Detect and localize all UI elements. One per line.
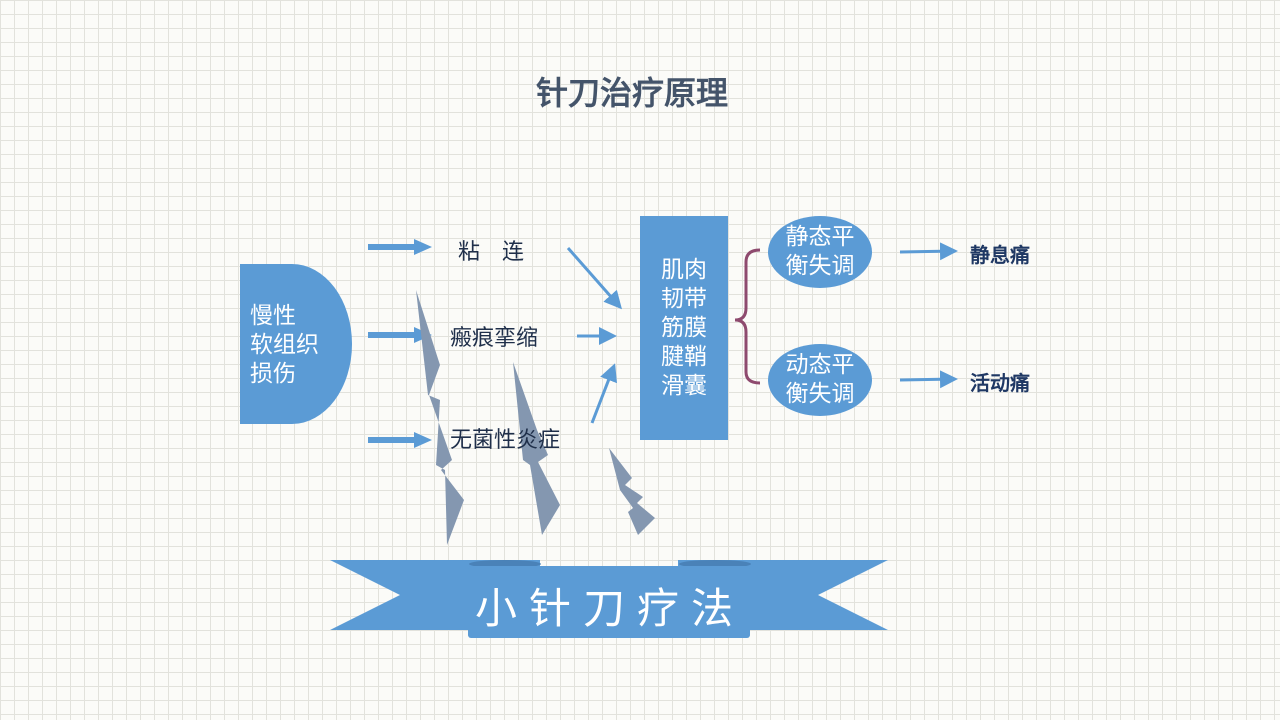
imbalance-line: 衡失调 bbox=[785, 253, 855, 279]
dynamic-imbalance-label: 动态平 衡失调 bbox=[768, 351, 872, 409]
tissues-box bbox=[640, 216, 728, 440]
dynamic-imbalance-ellipse bbox=[768, 344, 872, 416]
imbalance-line: 动态平 bbox=[785, 352, 855, 378]
cause-line: 软组织 bbox=[250, 332, 319, 358]
pathology-inflammation: 无菌性炎症 bbox=[450, 428, 561, 453]
imbalance-line: 衡失调 bbox=[785, 381, 855, 407]
tissue-line: 韧带 bbox=[661, 286, 707, 312]
tissue-line: 筋膜 bbox=[661, 315, 707, 341]
activity-pain-label: 活动痛 bbox=[970, 371, 1030, 395]
tissue-line: 滑囊 bbox=[661, 373, 707, 399]
cause-line: 损伤 bbox=[250, 361, 296, 387]
static-imbalance-label: 静态平 衡失调 bbox=[768, 223, 872, 281]
input-arrows bbox=[368, 239, 432, 448]
page-title: 针刀治疗原理 bbox=[535, 74, 728, 112]
banner-text: 小针刀疗法 bbox=[474, 584, 745, 633]
static-imbalance-ellipse bbox=[768, 216, 872, 288]
tissue-line: 腱鞘 bbox=[661, 344, 707, 370]
result-arrows bbox=[899, 242, 958, 389]
rest-pain-label: 静息痛 bbox=[970, 243, 1030, 267]
tissue-line: 肌肉 bbox=[661, 257, 707, 283]
cause-shape bbox=[240, 264, 352, 424]
tissues-label: 肌肉 韧带 筋膜 腱鞘 滑囊 bbox=[640, 256, 728, 401]
lightning-shapes bbox=[416, 290, 655, 545]
converging-arrows bbox=[566, 247, 622, 424]
cause-label: 慢性 软组织 损伤 bbox=[250, 302, 319, 389]
imbalance-line: 静态平 bbox=[785, 224, 855, 250]
brace bbox=[734, 248, 761, 385]
pathology-adhesion: 粘 连 bbox=[458, 240, 525, 265]
pathology-scar: 瘢痕挛缩 bbox=[450, 326, 539, 351]
cause-line: 慢性 bbox=[250, 303, 296, 329]
banner-ribbon bbox=[330, 560, 888, 638]
